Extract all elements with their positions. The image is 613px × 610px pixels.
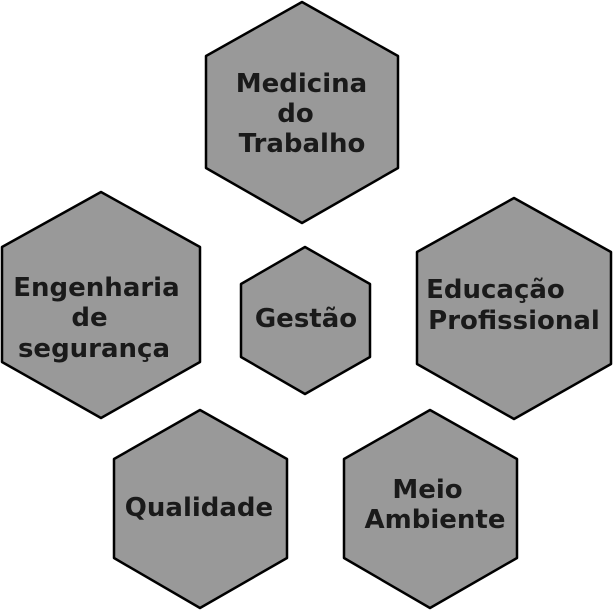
label-line: Ambiente	[365, 505, 506, 535]
hexagon-shape	[342, 408, 519, 610]
hexagon-label: Meio Ambiente	[365, 475, 506, 535]
hexagon-shape	[204, 0, 400, 225]
label-line: do	[277, 99, 313, 129]
hexagon-gestao: Gestão	[239, 245, 372, 396]
hexagon-shape	[415, 196, 613, 421]
hexagon-medicina-do-trabalho: Medicina do Trabalho	[204, 0, 400, 225]
label-line: Qualidade	[125, 493, 273, 523]
label-line: Educação	[426, 275, 565, 305]
hexagon-label: Qualidade	[125, 493, 273, 523]
label-line: Medicina	[236, 69, 367, 99]
hexagon-label: Gestão	[255, 304, 357, 334]
hexagon-label: Engenharia de segurança	[13, 273, 188, 364]
label-line: de	[71, 303, 107, 333]
label-line: Meio	[392, 475, 462, 505]
hexagon-shape	[112, 408, 289, 610]
label-line: segurança	[18, 334, 170, 364]
hexagon-educacao-profissional: Educação Profissional	[415, 196, 613, 421]
label-line: Engenharia	[13, 273, 179, 303]
hexagon-shape	[239, 245, 372, 396]
hexagon-meio-ambiente: Meio Ambiente	[342, 408, 519, 610]
label-line: Trabalho	[239, 129, 366, 159]
hexagon-label: Educação Profissional	[426, 275, 600, 336]
hexagon-engenharia-de-seguranca: Engenharia de segurança	[0, 190, 202, 420]
label-line: Profissional	[428, 306, 600, 336]
hexagon-label: Medicina do Trabalho	[236, 69, 376, 159]
label-line: Gestão	[255, 304, 357, 334]
hexagon-shape	[0, 190, 202, 420]
hexagon-qualidade: Qualidade	[112, 408, 289, 610]
